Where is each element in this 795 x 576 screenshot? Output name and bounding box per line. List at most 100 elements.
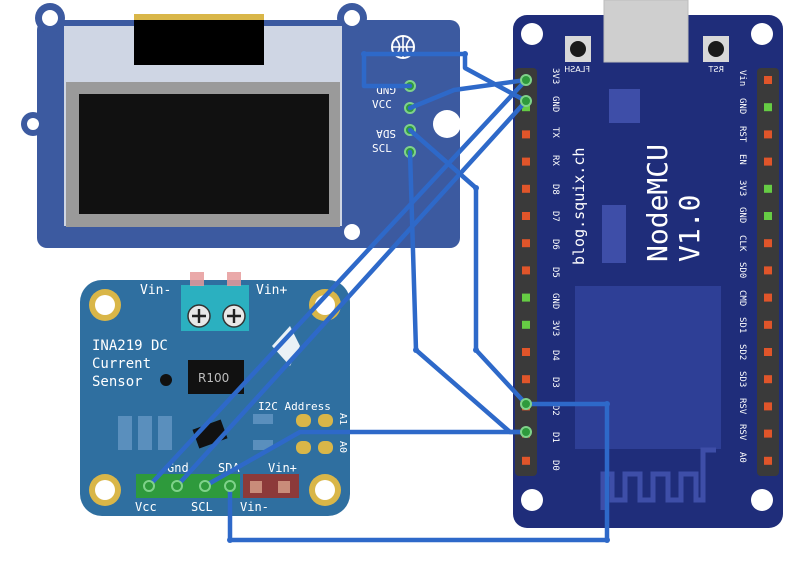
address-jumper-a0[interactable]	[296, 441, 333, 454]
left-header-pin-5[interactable]	[522, 212, 530, 220]
right-pin-label-10: SD2	[737, 344, 747, 360]
screw-icon[interactable]	[222, 304, 246, 328]
oled-ribbon-black	[134, 20, 264, 65]
oled-mount-hole-left	[27, 118, 39, 130]
ina219-mount-br-hole	[315, 480, 335, 500]
esp8266-shield	[575, 286, 721, 449]
left-header-pin-11[interactable]	[522, 375, 530, 384]
ina-vin-minus-top: Vin-	[140, 283, 171, 298]
flash-button[interactable]	[565, 36, 591, 62]
wire-joint	[413, 347, 419, 353]
wire-joint	[462, 51, 468, 57]
left-header-pin-14[interactable]	[522, 456, 530, 465]
left-header-pin-7[interactable]	[522, 266, 530, 275]
ina-title-line2: Current	[92, 356, 151, 372]
nodemcu-pin-gnd-endpoint[interactable]	[520, 95, 532, 107]
right-header-pin-3[interactable]	[764, 157, 772, 166]
ina-vin-plus-top: Vin+	[256, 283, 287, 298]
flash-label: FLASH	[564, 65, 590, 74]
screw-icon[interactable]	[187, 304, 211, 328]
right-header-pin-8[interactable]	[764, 293, 772, 302]
left-header-pin-4[interactable]	[522, 184, 530, 193]
nodemcu-pin-d2-endpoint[interactable]	[520, 398, 532, 410]
right-header-pin-7[interactable]	[764, 266, 772, 275]
right-pin-label-1: GND	[737, 98, 747, 114]
oled-pin-scl-label: SCL	[372, 142, 392, 155]
ina-smd-pad-3	[158, 416, 172, 450]
oled-pin-sda-label: SDA	[376, 127, 396, 140]
left-header-pin-6[interactable]	[522, 239, 530, 248]
right-header-pin-5[interactable]	[764, 212, 772, 220]
left-header-pin-9[interactable]	[522, 320, 530, 329]
left-header-pin-2[interactable]	[522, 130, 530, 139]
resistor-label: R100	[198, 371, 229, 385]
oled-screen	[79, 94, 329, 214]
wire-endpoints	[143, 74, 532, 492]
wire-joint	[361, 51, 367, 57]
nodemcu-pin-3v3-endpoint[interactable]	[520, 74, 532, 86]
right-pin-label-4: 3V3	[737, 180, 747, 196]
wire-oled-gnd[interactable]	[361, 51, 529, 104]
wire-ina-vcc[interactable]	[146, 77, 529, 489]
ina-pin-vin-minus[interactable]	[278, 481, 290, 493]
left-pin-label-5: D7	[550, 211, 560, 222]
right-header-pin-11[interactable]	[764, 375, 772, 384]
wire-ina-scl[interactable]	[202, 429, 529, 489]
rst-button[interactable]	[703, 36, 729, 62]
right-header-pin-0[interactable]	[764, 76, 772, 84]
ina-pin-vcc[interactable]	[143, 480, 155, 492]
right-header-pin-6[interactable]	[764, 239, 772, 248]
usb-serial-chip	[602, 205, 626, 263]
oled-module: GND VCC SDA SCL	[21, 3, 461, 248]
right-pin-label-13: RSV	[737, 424, 747, 441]
right-header-pin-4[interactable]	[764, 184, 772, 193]
wire-joint	[473, 347, 479, 353]
right-header-pin-10[interactable]	[764, 348, 772, 356]
oled-ribbon-gold	[134, 14, 264, 20]
right-pin-label-7: SD0	[737, 262, 747, 278]
left-header-pin-3[interactable]	[522, 157, 530, 166]
right-header-pin-14[interactable]	[764, 456, 772, 465]
left-pin-label-14: D0	[550, 460, 560, 471]
shunt-resistor	[188, 360, 244, 394]
right-pin-label-14: A0	[737, 452, 747, 463]
rst-label: RST	[708, 65, 724, 74]
left-pin-label-9: 3V3	[550, 320, 560, 336]
ina-pin-sda[interactable]	[224, 480, 236, 492]
ina-pin-vin-minus-label: Vin-	[240, 500, 269, 514]
wire-joint	[604, 537, 610, 543]
right-header-pin-2[interactable]	[764, 130, 772, 139]
left-pin-label-13: D1	[550, 432, 560, 443]
right-header-pin-13[interactable]	[764, 429, 772, 438]
left-header-pin-8[interactable]	[522, 293, 530, 302]
wire-joint	[227, 537, 233, 543]
wire-ina-gnd[interactable]	[174, 98, 529, 489]
right-header-pins	[764, 76, 772, 465]
left-header-pin-10[interactable]	[522, 348, 530, 356]
right-pin-label-11: SD3	[737, 371, 747, 387]
address-jumper-a1[interactable]	[296, 414, 333, 427]
ina-pin-vin-plus[interactable]	[250, 481, 262, 493]
ina-pin-scl[interactable]	[199, 480, 211, 492]
ina-pin-gnd[interactable]	[171, 480, 183, 492]
left-pin-label-6: D6	[550, 239, 560, 250]
right-pin-label-9: SD1	[737, 317, 747, 333]
left-header-pin-1[interactable]	[522, 103, 530, 112]
oled-mount-hole-tl	[42, 10, 58, 26]
usb-connector	[603, 0, 689, 63]
nodemcu-version: V1.0	[673, 195, 706, 262]
wire-oled-sda[interactable]	[407, 127, 529, 407]
right-pin-labels: Vin GND RST EN 3V3 GND CLK SD0 CMD SD1 S…	[737, 70, 747, 463]
jumper-label-a1: A1	[337, 413, 348, 425]
wire-oled-vcc[interactable]	[407, 77, 529, 111]
ina-title-line1: INA219 DC	[92, 338, 168, 354]
right-header-pin-9[interactable]	[764, 320, 772, 329]
left-pin-label-11: D3	[550, 377, 560, 388]
right-header-pin-1[interactable]	[764, 103, 772, 112]
terminal-pad-right	[227, 272, 241, 286]
ina-pin-gnd-label: Gnd	[167, 461, 189, 475]
logo-icon	[391, 35, 415, 59]
right-header-pin-12[interactable]	[764, 402, 772, 411]
ina-title-line3: Sensor	[92, 374, 143, 390]
nodemcu-pin-d1-endpoint[interactable]	[520, 426, 532, 438]
